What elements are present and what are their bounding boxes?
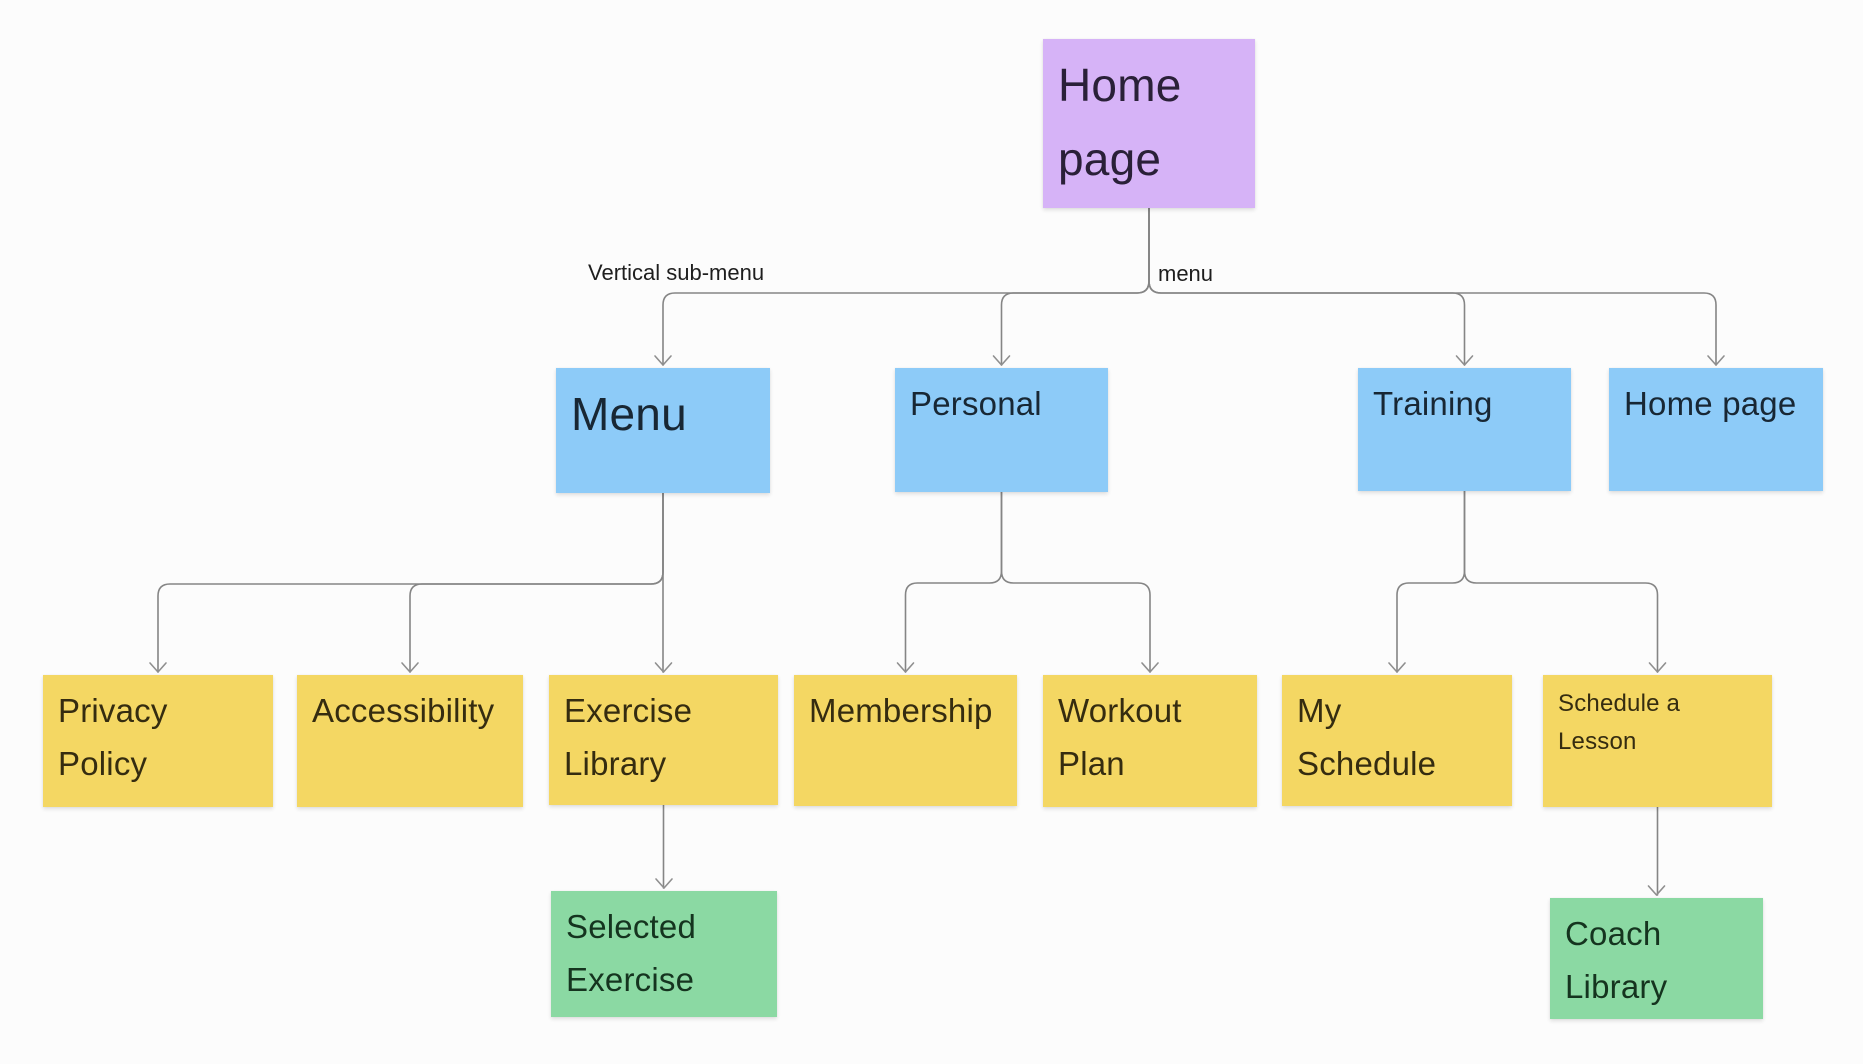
node-home-page-2[interactable]: Home page	[1609, 368, 1823, 491]
arrowhead-training	[1455, 355, 1474, 366]
arrowhead-accessibility	[401, 662, 419, 673]
node-selected-exercise-label: Selected Exercise	[566, 908, 697, 998]
node-exercise-library-label: Exercise Library	[564, 692, 693, 782]
node-privacy-policy[interactable]: Privacy Policy	[43, 675, 273, 807]
node-personal-label: Personal	[910, 385, 1042, 422]
node-workout-plan[interactable]: Workout Plan	[1043, 675, 1257, 807]
node-workout-plan-label: Workout Plan	[1058, 692, 1182, 782]
node-membership[interactable]: Membership	[794, 675, 1017, 806]
arrowhead-membership	[896, 662, 915, 673]
edge-label-vertical-sub-menu[interactable]: Vertical sub-menu	[588, 260, 765, 285]
node-schedule-a-lesson[interactable]: Schedule a Lesson	[1543, 675, 1772, 807]
node-home-page-root[interactable]: Home page	[1043, 39, 1255, 208]
edge-menu-to-privacy-policy	[157, 492, 664, 673]
edge-personal-to-membership	[904, 491, 1003, 673]
edge-personal-to-workout-plan	[1000, 491, 1151, 673]
arrowhead-workout-plan	[1141, 662, 1159, 673]
edge-home-page-root-to-menu	[662, 207, 1150, 366]
arrowhead-exercise-library	[654, 662, 673, 673]
node-schedule-a-lesson-label: Schedule a Lesson	[1558, 690, 1681, 756]
edge-training-to-my-schedule	[1396, 490, 1466, 673]
node-membership-label: Membership	[809, 692, 993, 729]
node-my-schedule-label: My Schedule	[1297, 692, 1437, 782]
edge-home-page-root-to-home-page-2	[1148, 207, 1717, 366]
node-accessibility-label: Accessibility	[312, 692, 495, 729]
node-coach-library-label: Coach Library	[1565, 915, 1668, 1005]
arrowhead-privacy-policy	[149, 662, 167, 673]
node-personal[interactable]: Personal	[895, 368, 1108, 492]
arrowhead-selected-exercise	[655, 878, 673, 889]
node-my-schedule[interactable]: My Schedule	[1282, 675, 1512, 806]
node-home-page-2-label: Home page	[1624, 385, 1797, 422]
node-training[interactable]: Training	[1358, 368, 1571, 491]
node-exercise-library[interactable]: Exercise Library	[549, 675, 778, 805]
edge-home-page-root-to-personal	[1000, 207, 1150, 366]
node-selected-exercise[interactable]: Selected Exercise	[551, 891, 777, 1017]
arrowhead-coach-library	[1647, 885, 1666, 896]
edge-label-menu[interactable]: menu	[1158, 261, 1214, 286]
node-menu[interactable]: Menu	[556, 368, 770, 493]
arrowhead-schedule-a-lesson	[1648, 662, 1667, 673]
node-menu-label: Menu	[571, 388, 687, 440]
node-training-label: Training	[1373, 385, 1493, 422]
arrowhead-menu	[654, 355, 672, 366]
arrowhead-my-schedule	[1388, 662, 1406, 673]
node-coach-library[interactable]: Coach Library	[1550, 898, 1763, 1019]
node-privacy-policy-label: Privacy Policy	[58, 692, 168, 782]
node-accessibility[interactable]: Accessibility	[297, 675, 523, 807]
edge-menu-to-accessibility	[409, 492, 664, 673]
arrowhead-home-page-2	[1707, 355, 1725, 366]
node-home-page-root-label: Home page	[1058, 59, 1182, 185]
edge-training-to-schedule-a-lesson	[1463, 490, 1659, 673]
arrowhead-personal	[992, 355, 1011, 366]
